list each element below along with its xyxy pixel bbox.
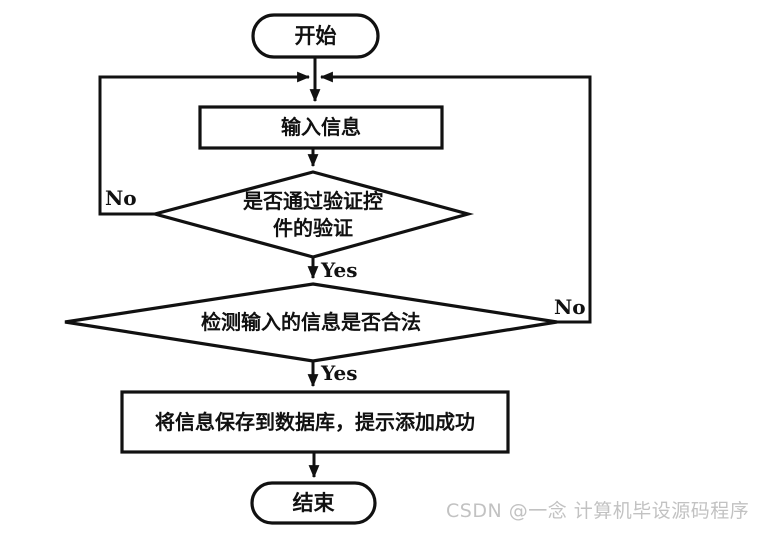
save-node-shape	[120, 390, 510, 454]
verify-decision-shape	[148, 170, 475, 259]
arrow-no-left-loop	[98, 71, 311, 216]
end-node-shape	[250, 481, 377, 525]
edge-label-yes-verify: Yes	[321, 258, 358, 282]
edge-label-no-left: No	[105, 186, 137, 210]
input-node-shape	[198, 105, 444, 150]
arrow-no-right-loop	[319, 71, 592, 324]
edge-label-no-right: No	[554, 295, 586, 319]
start-node-shape	[251, 13, 380, 59]
csdn-watermark: CSDN @一念 计算机毕设源码程序	[446, 500, 750, 522]
check-decision-shape	[64, 282, 558, 363]
edge-label-yes-check: Yes	[321, 361, 358, 385]
